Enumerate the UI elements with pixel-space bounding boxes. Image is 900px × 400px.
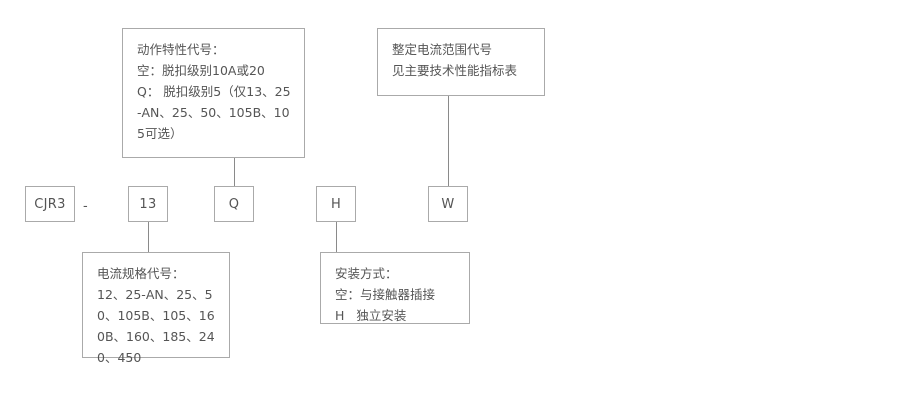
trip-characteristic-callout: 动作特性代号： 空：脱扣级别10A或20 Q： 脱扣级别5（仅13、25-AN、… <box>122 28 305 158</box>
current-range-callout: 整定电流范围代号 见主要技术性能指标表 <box>377 28 545 96</box>
connector-current-spec <box>148 222 149 252</box>
current-spec-callout: 电流规格代号： 12、25-AN、25、50、105B、105、160B、160… <box>82 252 230 365</box>
connector-current-range <box>448 96 449 186</box>
connector-mounting <box>336 222 337 252</box>
connector-trip-characteristic <box>234 158 235 186</box>
code-box-current-spec: 13 <box>128 186 168 222</box>
mounting-callout: 安装方式： 空：与接触器插接 H 独立安装 <box>320 252 470 324</box>
code-separator-dash: - <box>83 199 88 214</box>
code-box-current-range: W <box>428 186 468 222</box>
code-box-trip-characteristic: Q <box>214 186 254 222</box>
code-box-mounting: H <box>316 186 356 222</box>
code-box-series: CJR3 <box>25 186 75 222</box>
